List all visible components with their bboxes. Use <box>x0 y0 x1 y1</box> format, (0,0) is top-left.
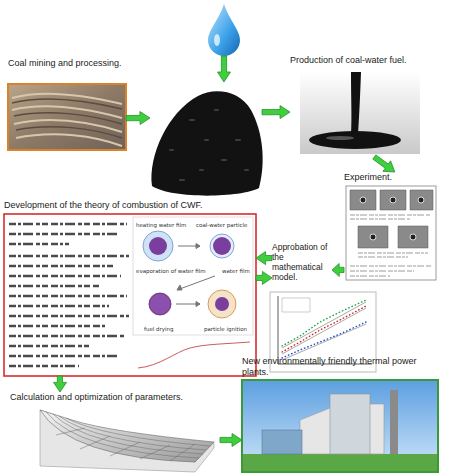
surface-base <box>40 410 214 472</box>
figure-label: fuel drying <box>144 326 174 332</box>
puddle-shine <box>326 136 354 140</box>
chart-axes <box>278 296 372 364</box>
water-drop <box>208 4 240 56</box>
image-panel: New environmentally friendly thermal pow… <box>242 356 438 472</box>
coal-pile <box>151 91 262 195</box>
surface-mesh <box>46 412 210 461</box>
experiment-sheet <box>346 186 436 280</box>
power-plant-photo <box>242 380 438 472</box>
image-panel: Approbation of the mathematical model. <box>272 242 332 288</box>
figure-label: evaporation of water film <box>136 268 206 274</box>
node-heading: New environmentally friendly thermal pow… <box>242 356 438 378</box>
chart-series-blue <box>282 322 366 358</box>
flow-arrow <box>332 264 344 277</box>
flow-arrow <box>218 56 231 82</box>
node-heading: Production of coal-water fuel. <box>290 55 438 66</box>
process-figure-frame <box>133 217 253 335</box>
flow-arrow <box>126 112 150 125</box>
glass-facade <box>262 430 302 454</box>
plant-tower <box>330 394 370 454</box>
image-panel: Coal mining and processing. <box>8 58 126 152</box>
node-heading: Approbation of the mathematical model. <box>272 242 332 282</box>
flow-arrow <box>256 271 272 284</box>
fuel-puddle <box>309 131 401 149</box>
chimney <box>390 390 398 454</box>
stage-arrows <box>176 244 215 307</box>
coal-mine-photo <box>8 84 126 150</box>
equations <box>9 224 129 366</box>
figure-label: heating water film <box>136 222 186 228</box>
coal-core <box>215 297 229 311</box>
dried-particle <box>149 293 171 315</box>
coal-pile-node <box>150 82 262 198</box>
node-heading: Coal mining and processing. <box>8 58 126 69</box>
lawn <box>243 454 437 471</box>
fuel-stream <box>351 72 361 134</box>
quarry-shadows <box>12 99 122 138</box>
image-panel: Production of coal-water fuel. <box>290 55 438 157</box>
ignition-zone <box>208 290 236 318</box>
water-film <box>143 231 173 261</box>
image-panel: Experiment. <box>344 172 438 282</box>
flow-arrow <box>54 376 67 392</box>
flow-arrow <box>373 155 395 172</box>
image-panel: Calculation and optimization of paramete… <box>10 392 220 472</box>
coal-core <box>149 237 167 255</box>
coal-core <box>213 237 231 255</box>
response-surface <box>40 410 214 462</box>
drop-highlight <box>214 34 220 46</box>
flow-arrow <box>220 434 242 447</box>
figure-label: coal-water particle <box>196 222 247 228</box>
experiment-captions <box>350 215 432 276</box>
flow-arrow <box>262 106 290 119</box>
temperature-curve <box>138 342 250 368</box>
chart-series-red <box>282 306 366 352</box>
flow-arrow <box>256 252 272 265</box>
node-heading: Development of the theory of combustion … <box>4 200 256 211</box>
water-drop-node <box>206 2 242 56</box>
node-heading: Calculation and optimization of paramete… <box>10 392 220 403</box>
coal-grains <box>170 110 248 180</box>
node-heading: Experiment. <box>344 172 438 183</box>
quarry-terraces <box>12 94 122 146</box>
chart-legend <box>282 298 310 312</box>
fuel-photo <box>300 72 420 154</box>
figure-label: particle ignition <box>204 326 247 332</box>
water-film <box>210 234 234 258</box>
theory-frame <box>4 214 256 376</box>
figure-label: water film <box>222 268 250 274</box>
